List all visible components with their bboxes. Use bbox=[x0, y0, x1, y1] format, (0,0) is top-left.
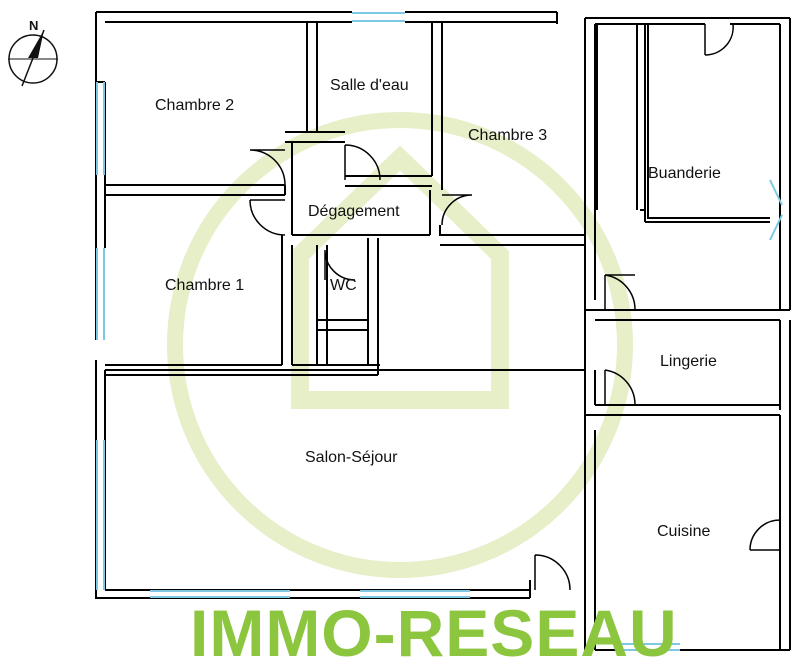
room-label-salon-sejour: Salon-Séjour bbox=[305, 449, 398, 466]
room-label-lingerie: Lingerie bbox=[660, 353, 717, 370]
room-label-wc: WC bbox=[330, 277, 357, 294]
room-label-salle-eau: Salle d'eau bbox=[330, 77, 409, 94]
compass-icon: N bbox=[8, 18, 58, 87]
watermark-logo bbox=[167, 112, 633, 578]
windows bbox=[96, 12, 783, 651]
room-label-chambre-1: Chambre 1 bbox=[165, 277, 244, 294]
room-label-buanderie: Buanderie bbox=[648, 165, 721, 182]
room-label-chambre-2: Chambre 2 bbox=[155, 97, 234, 114]
door-swings bbox=[249, 23, 781, 591]
watermark-brand-text: IMMO-RESEAU bbox=[190, 596, 678, 667]
compass-north-label: N bbox=[29, 18, 38, 33]
room-label-degagement: Dégagement bbox=[308, 203, 400, 220]
room-label-chambre-3: Chambre 3 bbox=[468, 127, 547, 144]
room-labels: Chambre 2 Salle d'eau Chambre 3 Buanderi… bbox=[155, 77, 721, 540]
room-label-cuisine: Cuisine bbox=[657, 523, 710, 540]
walls bbox=[95, 11, 791, 651]
